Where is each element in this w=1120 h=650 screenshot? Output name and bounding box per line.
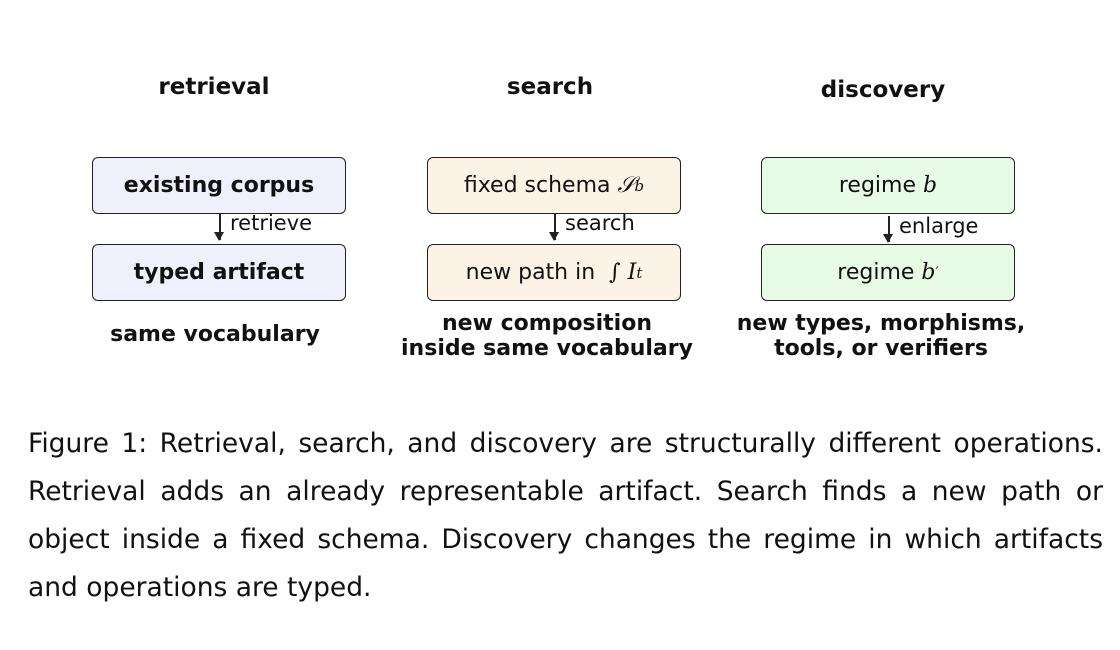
retrieve-arrow-label: retrieve [230,211,313,235]
search-arrow-label: search [565,211,635,235]
retrieve-arrow [215,214,223,241]
search-title: search [506,74,594,100]
regime-b-box: regime b [761,157,1015,214]
fixed-schema-label: fixed schema [463,173,611,198]
discovery-note-line1: new types, morphisms, [736,311,1026,336]
regime-b-prime-box: regime b′ [761,244,1015,301]
discovery-title: discovery [820,77,946,103]
schema-subscript: b [634,176,645,195]
integral-subscript: t [636,263,643,282]
retrieval-title: retrieval [158,74,270,100]
enlarge-arrow-label: enlarge [899,214,979,238]
discovery-note-line2: tools, or verifiers [774,336,988,361]
existing-corpus-box: existing corpus [92,157,346,214]
schema-symbol: 𝒮 [617,173,635,198]
prime-superscript: ′ [935,264,939,281]
regime-b-symbol: b [923,173,938,198]
retrieval-note: same vocabulary [110,322,320,347]
regime-b-prime-symbol: b [921,260,936,285]
discovery-note: new types, morphisms, tools, or verifier… [701,311,1061,361]
new-path-label: new path in [465,260,596,285]
search-arrow [550,214,558,241]
regime-label: regime [838,173,917,198]
search-note: new composition inside same vocabulary [367,311,727,361]
search-note-line2: inside same vocabulary [401,336,693,361]
enlarge-arrow [884,216,892,243]
typed-artifact-box: typed artifact [92,244,346,301]
figure-caption: Figure 1: Retrieval, search, and discove… [28,428,1103,603]
search-note-line1: new composition [442,311,652,336]
regime-prime-label: regime [837,260,915,285]
integral-symbol: ∫ I [609,260,637,285]
